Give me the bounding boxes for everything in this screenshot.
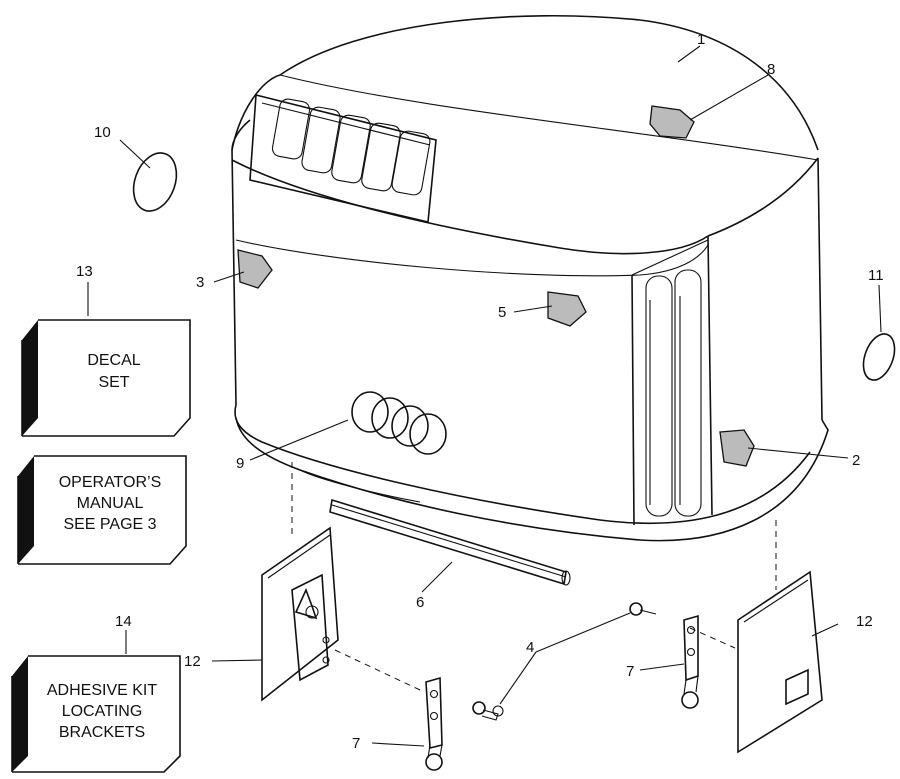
patch-8 [649,105,695,139]
callout-12-right: 12 [856,613,873,630]
screw-lower [472,701,504,721]
callout-numbers: 1 8 10 3 13 5 11 9 2 6 12 12 4 7 7 14 [76,31,884,752]
callout-7-lower: 7 [352,735,360,752]
strap-upper [681,614,699,709]
grille-slots [271,98,431,196]
screw-upper [629,602,657,616]
callout-11: 11 [868,267,884,284]
box-adhesive-kit: ADHESIVE KIT LOCATING BRACKETS [11,655,181,773]
decal-circles [351,391,447,455]
engine-cover [231,14,829,542]
callout-13: 13 [76,263,93,280]
patch-5 [547,291,587,327]
leader-lines [87,45,882,747]
strap-lower [425,676,443,771]
callout-10: 10 [94,124,111,141]
decal-10 [132,152,178,212]
decal-set-line-1: DECAL [87,352,140,369]
adhesive-line-2: LOCATING [62,703,143,720]
patch-3 [237,249,273,289]
adhesive-line-3: BRACKETS [59,724,145,741]
callout-4: 4 [526,639,534,656]
callout-7-upper: 7 [626,663,634,680]
bracket-right [737,570,823,754]
bracket-left [261,526,339,702]
manual-line-3: SEE PAGE 3 [63,516,156,533]
callout-12-left: 12 [184,653,201,670]
adhesive-line-1: ADHESIVE KIT [47,682,157,699]
callout-3: 3 [196,274,204,291]
seal-strip [329,498,571,586]
decal-11 [862,333,896,381]
manual-line-2: MANUAL [77,495,144,512]
callout-9: 9 [236,455,244,472]
callout-6: 6 [416,594,424,611]
box-operators-manual: OPERATOR’S MANUAL SEE PAGE 3 [17,455,187,565]
callout-5: 5 [498,304,506,321]
manual-line-1: OPERATOR’S [59,474,162,491]
box-decal-set: DECAL SET [21,319,191,437]
patch-2 [719,429,755,467]
callout-14: 14 [115,613,132,630]
callout-1: 1 [697,31,705,48]
callout-8: 8 [767,61,775,78]
callout-2: 2 [852,452,860,469]
decal-set-line-2: SET [98,374,129,391]
